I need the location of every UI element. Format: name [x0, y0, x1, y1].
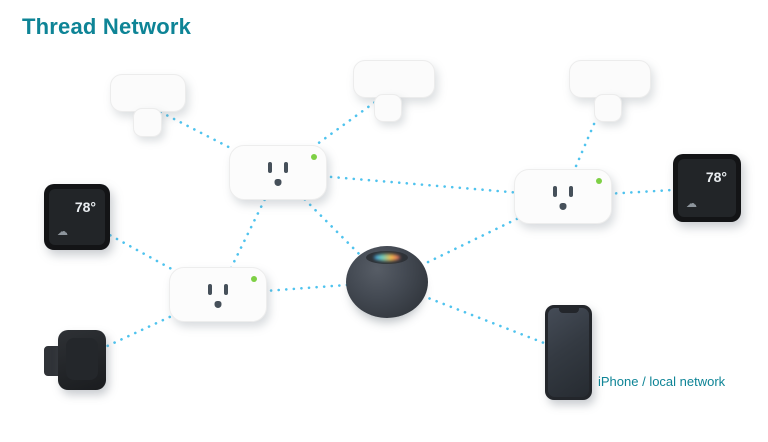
thermostat-screen: 78° ☁: [678, 159, 736, 217]
smart-button-pad: [374, 94, 402, 122]
connection-line: [216, 280, 389, 296]
temperature-readout: 78°: [705, 169, 727, 185]
thermostat-device: 78° ☁: [673, 154, 741, 222]
iphone-screen: [548, 308, 589, 397]
cloud-icon: ☁: [686, 198, 697, 210]
outlet-face: [546, 182, 580, 212]
iphone-device: [545, 305, 592, 400]
outlet-face: [201, 280, 235, 310]
page-title: Thread Network: [22, 14, 192, 39]
smart-button-device: [566, 58, 652, 122]
outlet-face: [261, 158, 295, 188]
homepod-mini-device: [346, 246, 428, 318]
smart-plug-device: [169, 267, 267, 322]
smart-button-body: [110, 74, 186, 112]
outlet-slot: [224, 283, 228, 295]
smart-button-device: [350, 58, 436, 122]
outlet-slot: [569, 185, 573, 197]
status-led: [596, 178, 602, 184]
smart-plug-device: [229, 145, 327, 200]
outlet-slot: [553, 185, 557, 197]
camera-mount: [44, 346, 62, 376]
iphone-notch: [558, 308, 579, 313]
outlet-ground-hole: [214, 300, 222, 308]
status-led: [311, 154, 317, 160]
status-led: [251, 276, 257, 282]
smart-button-body: [569, 60, 651, 98]
smart-plug-device: [514, 169, 612, 224]
camera-lens-face: [66, 338, 98, 380]
smart-button-pad: [594, 94, 622, 122]
thermostat-device: 78° ☁: [44, 184, 110, 250]
connection-line: [276, 87, 395, 174]
thermostat-screen: 78° ☁: [49, 189, 105, 245]
temperature-readout: 78°: [74, 199, 96, 215]
camera-device: [44, 328, 106, 394]
smart-button-device: [106, 72, 188, 138]
outlet-ground-hole: [274, 178, 282, 186]
outlet-slot: [268, 161, 272, 173]
outlet-slot: [284, 161, 288, 173]
cloud-icon: ☁: [57, 226, 68, 238]
outlet-slot: [208, 283, 212, 295]
smart-button-body: [353, 60, 435, 98]
homepod-light-glow: [374, 254, 400, 261]
iphone-network-label: iPhone / local network: [598, 374, 726, 389]
outlet-ground-hole: [559, 202, 567, 210]
smart-button-pad: [133, 108, 162, 137]
connection-line: [385, 195, 565, 284]
